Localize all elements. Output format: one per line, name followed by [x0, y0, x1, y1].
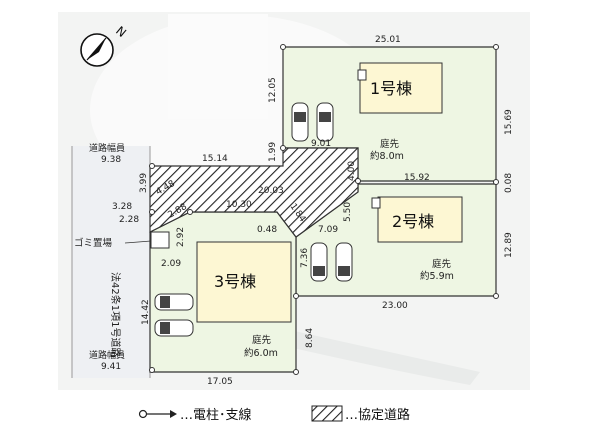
dim-label: 3.99: [139, 173, 149, 193]
entrance-icon: [357, 69, 367, 81]
dim-label: 5.50: [343, 202, 353, 222]
car-icon: [154, 319, 194, 337]
car-icon: [291, 102, 309, 142]
dim-label: 2.28: [119, 215, 139, 225]
dim-label: 0.08: [504, 173, 514, 193]
dim-label: 7.36: [300, 248, 310, 268]
public-road: [72, 146, 150, 378]
garbage-area-box: [150, 231, 170, 249]
dim-label: 15.14: [202, 154, 228, 164]
dim-label: 10.30: [226, 200, 252, 210]
car-icon: [335, 242, 353, 282]
dim-label: 12.05: [268, 77, 278, 103]
road-legend-label: …協定道路: [345, 407, 410, 423]
garbage-area-label: ゴミ置場: [74, 237, 113, 249]
car-icon: [154, 293, 194, 311]
legend: …電柱･支線 …協定道路: [138, 405, 410, 423]
dim-label: 15.69: [504, 109, 514, 135]
road-legend-swatch: [311, 405, 343, 422]
garden-1-label: 庭先: [380, 138, 400, 150]
entrance-icon: [371, 197, 381, 209]
road-width-top-label: 道路幅員: [89, 142, 125, 154]
dim-label: 8.64: [305, 328, 315, 348]
background-cabinet-shape: [168, 14, 268, 119]
dim-label: 23.00: [382, 301, 408, 311]
dim-label: 4.00: [347, 161, 357, 181]
dim-label: 15.92: [404, 173, 430, 183]
pole-legend-icon: [138, 409, 177, 419]
garden-3-size: 約6.0m: [244, 347, 278, 359]
pole-legend-label: …電柱･支線: [180, 407, 252, 423]
dim-label: 9.01: [311, 139, 331, 149]
building-3: [196, 241, 292, 323]
agreement-road: [149, 147, 359, 238]
garbage-area-leader: [124, 240, 152, 244]
dim-label: 7.09: [318, 225, 338, 235]
road-width-bottom-label: 道路幅員: [89, 349, 125, 361]
utility-pole-icon: [149, 44, 499, 375]
dim-label: 0.48: [257, 225, 277, 235]
garden-2-label: 庭先: [432, 258, 452, 270]
car-icon: [316, 102, 334, 142]
building-3-label: 3号棟: [214, 272, 256, 291]
dim-label: 14.42: [141, 299, 151, 325]
dim-label: 12.89: [504, 232, 514, 258]
road-designation: 法42条1項1号道路: [109, 272, 122, 357]
background-curve-shape: [280, 330, 480, 385]
north-arrow-icon: [80, 33, 114, 67]
dim-label: 2.92: [176, 227, 186, 247]
dim-label: 2.09: [161, 259, 181, 269]
dim-label: 20.03: [258, 186, 284, 196]
building-1-label: 1号棟: [370, 79, 412, 98]
car-icon: [310, 242, 328, 282]
building-2: [377, 196, 463, 243]
garden-1-size: 約8.0m: [370, 150, 404, 162]
dim-label: 3.28: [112, 202, 132, 212]
road-width-bottom-value: 9.41: [101, 362, 121, 372]
dim-label: 25.01: [375, 35, 401, 45]
road-width-top-value: 9.38: [101, 155, 121, 165]
building-1: [359, 62, 443, 114]
garden-2-size: 約5.9m: [420, 270, 454, 282]
garden-3-label: 庭先: [252, 334, 272, 346]
building-2-label: 2号棟: [392, 212, 434, 231]
dim-label: 17.05: [207, 377, 233, 387]
dim-label: 1.99: [268, 142, 278, 162]
